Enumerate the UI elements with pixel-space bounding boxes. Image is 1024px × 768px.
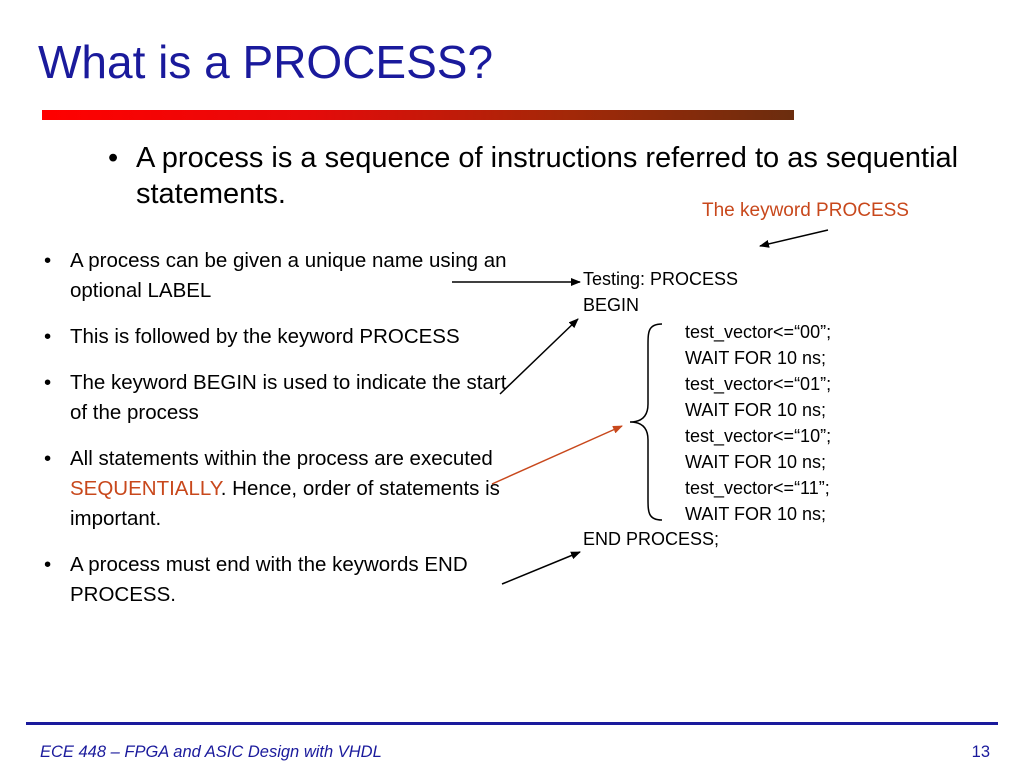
bullet-text-pre: All statements within the process are ex… xyxy=(70,447,493,470)
bullet-end: • A process must end with the keywords E… xyxy=(44,550,524,610)
bullet-keyword: • This is followed by the keyword PROCES… xyxy=(44,322,524,352)
bullet-marker: • xyxy=(44,325,52,348)
bullet-text: The keyword BEGIN is used to indicate th… xyxy=(70,371,507,424)
code-line: test_vector<=“11”; xyxy=(685,478,830,498)
arrow-to-process-keyword xyxy=(759,229,829,248)
bullet-sequential: • All statements within the process are … xyxy=(44,444,524,534)
keyword-process-annotation: The keyword PROCESS xyxy=(702,200,909,221)
code-line: test_vector<=“00”; xyxy=(685,322,832,342)
arrow-to-end-process xyxy=(501,551,581,585)
code-body: test_vector<=“00”; WAIT FOR 10 ns; test_… xyxy=(685,319,831,527)
code-line: Testing: PROCESS xyxy=(583,269,739,289)
bullet-label: • A process can be given a unique name u… xyxy=(44,246,524,306)
slide-title: What is a PROCESS? xyxy=(38,36,494,88)
footer-divider xyxy=(26,722,998,725)
page-number: 13 xyxy=(971,743,990,761)
bullet-list: • A process can be given a unique name u… xyxy=(44,246,524,626)
bullet-marker: • xyxy=(108,142,119,174)
bullet-text: A process can be given a unique name usi… xyxy=(70,249,507,302)
code-line: BEGIN xyxy=(583,295,640,315)
code-line: WAIT FOR 10 ns; xyxy=(685,348,827,368)
code-line: test_vector<=“01”; xyxy=(685,374,832,394)
left-brace-icon xyxy=(629,323,663,521)
bullet-text: This is followed by the keyword PROCESS xyxy=(70,325,460,348)
bullet-text: A process must end with the keywords END… xyxy=(70,553,468,606)
sequentially-emphasis: SEQUENTIALLY xyxy=(70,477,221,500)
code-line: WAIT FOR 10 ns; xyxy=(685,400,827,420)
code-line: WAIT FOR 10 ns; xyxy=(685,504,827,524)
code-header: Testing: PROCESS BEGIN xyxy=(583,266,738,318)
bullet-marker: • xyxy=(44,249,52,272)
bullet-begin: • The keyword BEGIN is used to indicate … xyxy=(44,368,524,428)
code-line: test_vector<=“10”; xyxy=(685,426,832,446)
code-line: WAIT FOR 10 ns; xyxy=(685,452,827,472)
arrow-to-begin xyxy=(499,318,579,395)
bullet-marker: • xyxy=(44,447,52,470)
main-bullet-text: A process is a sequence of instructions … xyxy=(136,142,959,210)
bullet-marker: • xyxy=(44,553,52,576)
footer-course-title: ECE 448 – FPGA and ASIC Design with VHDL xyxy=(40,743,382,761)
arrow-to-statements xyxy=(491,425,623,485)
code-footer: END PROCESS; xyxy=(583,529,720,549)
main-bullet: • A process is a sequence of instruction… xyxy=(108,140,968,212)
bullet-text-post: . Hence, order of statements is importan… xyxy=(70,477,500,530)
bullet-marker: • xyxy=(44,371,52,394)
title-underline-bar xyxy=(42,110,794,120)
